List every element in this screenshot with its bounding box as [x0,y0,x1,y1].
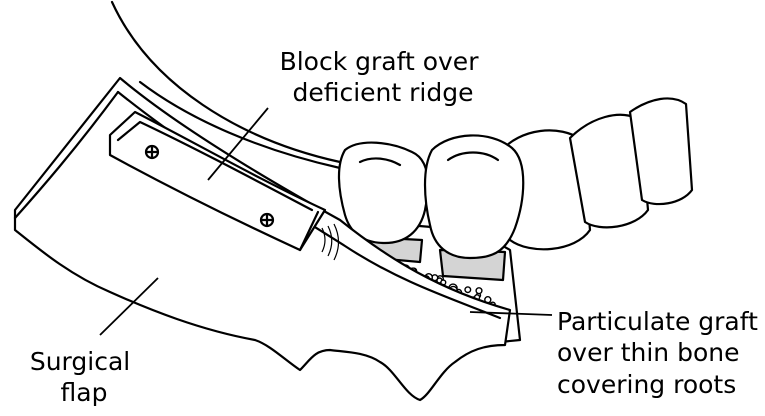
fixation-screw-upper [146,146,158,158]
graft-granule [465,287,471,293]
crown-left [339,143,428,243]
surgical-flap-label: Surgical flap [30,347,138,407]
anterior-teeth [500,98,692,249]
graft-granule [476,288,482,294]
fixation-screw-lower [261,214,273,226]
particulate-graft-label: Particulate graft over thin bone coverin… [557,307,765,399]
crown-right [425,135,523,258]
block-graft-label: Block graft over deficient ridge [280,47,487,107]
